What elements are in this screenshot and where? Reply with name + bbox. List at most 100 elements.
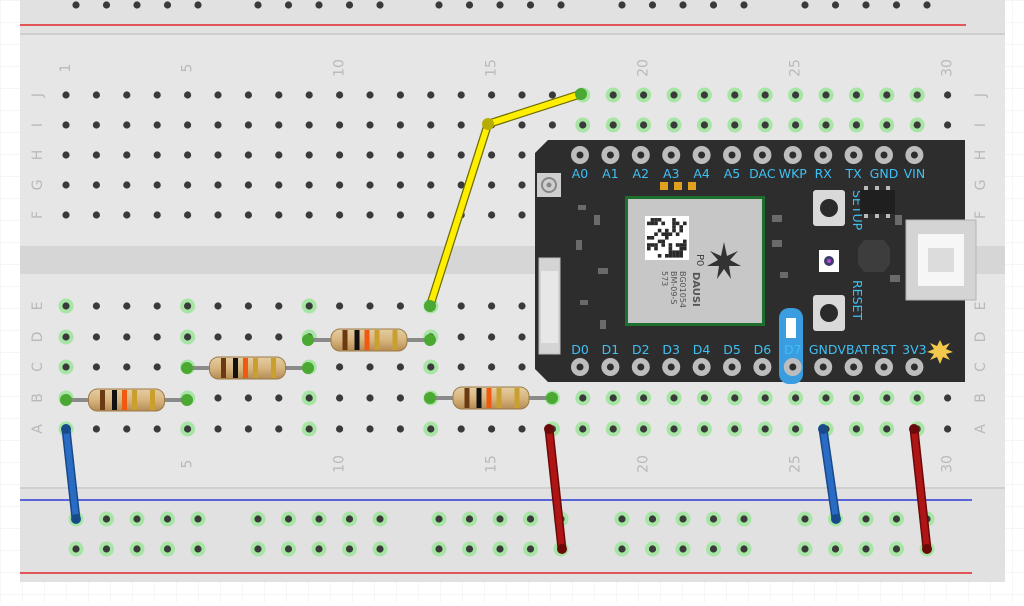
hole[interactable] — [518, 151, 526, 159]
rail-hole[interactable] — [648, 1, 657, 9]
hole[interactable] — [579, 121, 587, 129]
hole[interactable] — [396, 91, 404, 99]
hole[interactable] — [214, 333, 222, 341]
hole[interactable] — [336, 91, 344, 99]
rail-hole[interactable] — [709, 545, 718, 553]
hole[interactable] — [336, 363, 344, 371]
rail-hole[interactable] — [254, 1, 262, 9]
hole[interactable] — [700, 394, 709, 402]
hole[interactable] — [92, 121, 100, 129]
hole[interactable] — [944, 91, 952, 99]
rail-hole[interactable] — [133, 515, 141, 523]
hole[interactable] — [244, 211, 252, 219]
hole[interactable] — [244, 394, 252, 402]
hole[interactable] — [62, 363, 70, 371]
hole[interactable] — [184, 211, 192, 219]
hole[interactable] — [336, 425, 344, 433]
hole[interactable] — [184, 181, 192, 189]
hole[interactable] — [184, 151, 192, 159]
rail-hole[interactable] — [862, 1, 870, 9]
hole[interactable] — [214, 151, 222, 159]
hole[interactable] — [305, 181, 313, 189]
hole[interactable] — [609, 425, 617, 433]
hole[interactable] — [852, 91, 861, 99]
hole[interactable] — [92, 363, 100, 371]
hole[interactable] — [305, 151, 313, 159]
rail-hole[interactable] — [72, 1, 80, 9]
rail-hole[interactable] — [194, 545, 202, 553]
rail-hole[interactable] — [435, 1, 443, 9]
rail-hole[interactable] — [345, 545, 354, 553]
hole[interactable] — [852, 425, 861, 433]
hole[interactable] — [792, 394, 800, 402]
hole[interactable] — [518, 302, 526, 310]
hole[interactable] — [396, 211, 404, 219]
hole[interactable] — [396, 181, 404, 189]
hole[interactable] — [366, 302, 374, 310]
hole[interactable] — [579, 425, 587, 433]
hole[interactable] — [913, 121, 921, 129]
rail-hole[interactable] — [526, 545, 535, 553]
rail-hole[interactable] — [376, 515, 384, 523]
hole[interactable] — [244, 151, 252, 159]
hole[interactable] — [214, 302, 222, 310]
rail-hole[interactable] — [102, 1, 111, 9]
hole[interactable] — [366, 394, 374, 402]
hole[interactable] — [488, 363, 496, 371]
hole[interactable] — [396, 151, 404, 159]
hole[interactable] — [883, 394, 891, 402]
hole[interactable] — [275, 425, 283, 433]
hole[interactable] — [518, 91, 526, 99]
hole[interactable] — [153, 181, 161, 189]
hole[interactable] — [518, 333, 526, 341]
hole[interactable] — [609, 121, 617, 129]
hole[interactable] — [488, 425, 496, 433]
hole[interactable] — [366, 211, 374, 219]
hole[interactable] — [214, 425, 222, 433]
rail-hole[interactable] — [284, 1, 293, 9]
hole[interactable] — [62, 211, 70, 219]
hole[interactable] — [214, 91, 222, 99]
hole[interactable] — [457, 121, 465, 129]
rail-hole[interactable] — [163, 515, 172, 523]
hole[interactable] — [488, 211, 496, 219]
hole[interactable] — [305, 302, 313, 310]
hole[interactable] — [792, 121, 800, 129]
hole[interactable] — [488, 91, 496, 99]
hole[interactable] — [62, 151, 70, 159]
hole[interactable] — [62, 302, 70, 310]
rail-hole[interactable] — [345, 1, 354, 9]
hole[interactable] — [336, 302, 344, 310]
hole[interactable] — [153, 302, 161, 310]
hole[interactable] — [761, 394, 769, 402]
hole[interactable] — [153, 151, 161, 159]
hole[interactable] — [700, 91, 709, 99]
rail-hole[interactable] — [618, 515, 626, 523]
rail-hole[interactable] — [284, 545, 293, 553]
hole[interactable] — [700, 425, 709, 433]
rail-hole[interactable] — [801, 1, 809, 9]
hole[interactable] — [944, 121, 952, 129]
hole[interactable] — [214, 211, 222, 219]
hole[interactable] — [244, 181, 252, 189]
hole[interactable] — [609, 394, 617, 402]
rail-hole[interactable] — [831, 545, 840, 553]
hole[interactable] — [396, 425, 404, 433]
hole[interactable] — [366, 181, 374, 189]
rail-hole[interactable] — [709, 515, 718, 523]
rail-hole[interactable] — [801, 545, 809, 553]
hole[interactable] — [92, 425, 100, 433]
hole[interactable] — [488, 151, 496, 159]
hole[interactable] — [92, 181, 100, 189]
rail-hole[interactable] — [496, 1, 504, 9]
hole[interactable] — [244, 91, 252, 99]
hole[interactable] — [640, 425, 648, 433]
hole[interactable] — [62, 121, 70, 129]
rail-hole[interactable] — [315, 545, 323, 553]
rail-hole[interactable] — [315, 1, 323, 9]
hole[interactable] — [670, 425, 678, 433]
rail-hole[interactable] — [801, 515, 809, 523]
hole[interactable] — [123, 333, 131, 341]
hole[interactable] — [244, 425, 252, 433]
rail-hole[interactable] — [679, 545, 687, 553]
